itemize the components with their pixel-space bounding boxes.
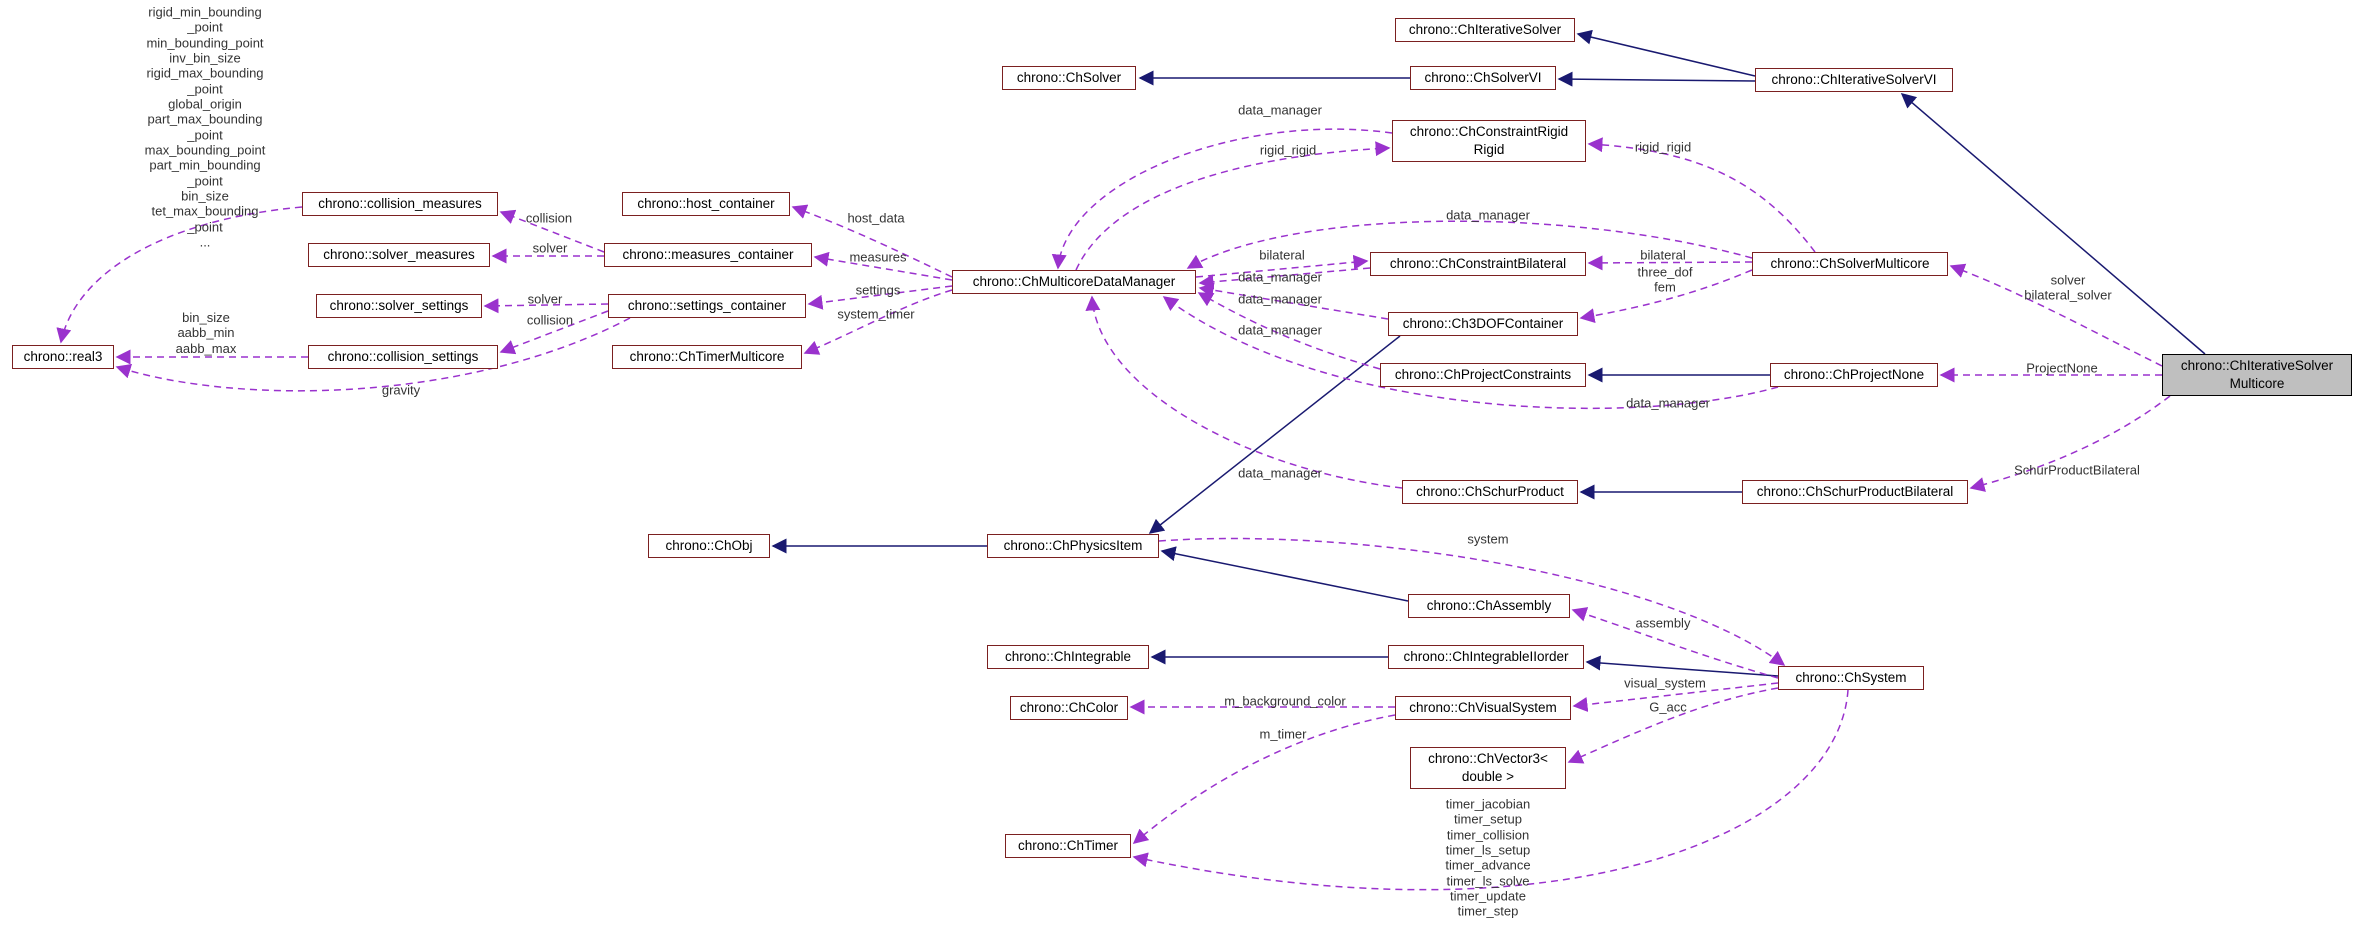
edge-label-bilateral-right: bilateral xyxy=(1640,247,1686,263)
node-chschurproduct[interactable]: chrono::ChSchurProduct xyxy=(1402,480,1578,504)
edge-label-data-manager-solvermulticore: data_manager xyxy=(1446,207,1530,223)
edge-datamanager-constraintbilateral xyxy=(1195,254,1369,278)
node-chconstraintrigidrigid[interactable]: chrono::ChConstraintRigid Rigid xyxy=(1392,120,1586,162)
edge-solvermulticore-datamanager xyxy=(1186,220,1753,269)
edge-label-settings: settings xyxy=(855,282,901,298)
node-chassembly[interactable]: chrono::ChAssembly xyxy=(1408,594,1570,618)
edge-chsystem-chtimer xyxy=(1132,689,1849,891)
node-chsystem[interactable]: chrono::ChSystem xyxy=(1778,666,1924,690)
node-chschurproductbilateral[interactable]: chrono::ChSchurProductBilateral xyxy=(1742,480,1968,504)
edge-label-timers: timer_jacobian timer_setup timer_collisi… xyxy=(1445,796,1531,919)
edge-label-host-data: host_data xyxy=(847,210,905,226)
node-chtimer[interactable]: chrono::ChTimer xyxy=(1005,834,1131,858)
node-chprojectnone[interactable]: chrono::ChProjectNone xyxy=(1770,363,1938,387)
edge-label-measures: measures xyxy=(849,249,907,265)
node-ch3dofcontainer[interactable]: chrono::Ch3DOFContainer xyxy=(1388,312,1578,336)
edge-label-collision-measures: collision xyxy=(525,210,573,226)
edge-label-data-manager-rigidrigid: data_manager xyxy=(1238,102,1322,118)
edge-label-schurproductbilateral: SchurProductBilateral xyxy=(2014,462,2140,478)
node-collision-measures[interactable]: chrono::collision_measures xyxy=(302,192,498,216)
node-chvisualsystem[interactable]: chrono::ChVisualSystem xyxy=(1395,696,1571,720)
edge-label-visual-system: visual_system xyxy=(1624,675,1706,691)
edge-label-projectnone: ProjectNone xyxy=(2026,360,2098,376)
node-solver-settings[interactable]: chrono::solver_settings xyxy=(316,294,482,318)
edge-constraintrigidrigid-datamanager xyxy=(1051,128,1393,270)
edge-projectconstraints-datamanager xyxy=(1197,292,1381,370)
edge-measures-collisionmeasures xyxy=(499,209,605,253)
node-solver-measures[interactable]: chrono::solver_measures xyxy=(308,243,490,267)
edge-solvermulticore-constraintrigidrigid xyxy=(1587,137,1816,253)
node-collision-settings[interactable]: chrono::collision_settings xyxy=(308,345,498,369)
edge-label-solver-measures: solver xyxy=(532,240,568,256)
edge-chsystem-visualsystem xyxy=(1572,682,1779,712)
node-settings-container[interactable]: chrono::settings_container xyxy=(608,294,806,318)
edge-iterativesolvervi-solvervi xyxy=(1557,71,1756,87)
edge-datamanager-timermulticore xyxy=(803,289,953,355)
edge-label-data-manager-3dof: data_manager xyxy=(1238,291,1322,307)
edge-label-system-timer: system_timer xyxy=(837,306,915,322)
node-chsolver[interactable]: chrono::ChSolver xyxy=(1002,66,1136,90)
edge-label-three-dof-fem: three_dof fem xyxy=(1637,264,1693,295)
edge-iterativesolvermulticore-solvermulticore xyxy=(1949,263,2163,367)
node-chtimermulticore[interactable]: chrono::ChTimerMulticore xyxy=(612,345,802,369)
node-real3[interactable]: chrono::real3 xyxy=(12,345,114,369)
edge-label-collision-settings: collision xyxy=(526,312,574,328)
edge-solvermulticore-constraintbilateral xyxy=(1587,255,1753,271)
edge-iterativesolvervi-iterativesolver xyxy=(1576,29,1756,77)
edge-label-data-manager-bilateral: data_manager xyxy=(1238,269,1322,285)
edge-settings-solversettings xyxy=(483,298,609,314)
node-chsolvervi[interactable]: chrono::ChSolverVI xyxy=(1410,66,1556,90)
edge-label-rigid-rigid-right: rigid_rigid xyxy=(1634,139,1692,155)
edge-schurproduct-datamanager xyxy=(1085,295,1403,489)
edge-label-m-timer: m_timer xyxy=(1259,726,1307,742)
edge-datamanager-hostcontainer xyxy=(791,204,953,278)
edge-label-bilateral-left: bilateral xyxy=(1259,247,1305,263)
edge-constraintbilateral-datamanager xyxy=(1198,267,1371,290)
node-chobj[interactable]: chrono::ChObj xyxy=(648,534,770,558)
node-chconstraintbilateral[interactable]: chrono::ChConstraintBilateral xyxy=(1370,252,1586,276)
edge-collisionmeasures-real3 xyxy=(56,206,303,344)
edge-physicsitem-chsystem xyxy=(1158,537,1786,666)
edge-label-solver-settings: solver xyxy=(527,291,563,307)
node-host-container[interactable]: chrono::host_container xyxy=(622,192,790,216)
node-chphysicsitem[interactable]: chrono::ChPhysicsItem xyxy=(987,534,1159,558)
edge-assembly-physicsitem xyxy=(1160,546,1409,602)
edge-label-rigid-rigid-left: rigid_rigid xyxy=(1259,142,1317,158)
edge-label-system: system xyxy=(1467,531,1509,547)
edge-label-data-manager-schurproduct: data_manager xyxy=(1238,465,1322,481)
node-chvector3[interactable]: chrono::ChVector3< double > xyxy=(1410,747,1566,789)
node-chmulticoredatamanager[interactable]: chrono::ChMulticoreDataManager xyxy=(952,270,1196,294)
edge-label-gravity: gravity xyxy=(381,382,421,398)
edge-datamanager-settingscontainer xyxy=(807,285,953,310)
edge-iterativesolvermulticore-iterativesolvervi xyxy=(1900,93,2206,355)
edge-label-bounding-points: rigid_min_bounding _point min_bounding_p… xyxy=(144,4,266,250)
edge-iterativesolvermulticore-schurproductbilateral xyxy=(1969,395,2171,492)
edge-chsystem-vector3 xyxy=(1567,687,1779,764)
node-chintegrableiiorder[interactable]: chrono::ChIntegrableIIorder xyxy=(1388,645,1584,669)
edge-label-aabb: bin_size aabb_min aabb_max xyxy=(175,310,237,356)
edge-projectnone-datamanager xyxy=(1162,296,1779,410)
edge-label-solver-bilateral-solver: solver bilateral_solver xyxy=(2024,272,2112,303)
edge-chsystem-assembly xyxy=(1571,607,1779,679)
edge-label-m-background-color: m_background_color xyxy=(1224,693,1346,709)
node-measures-container[interactable]: chrono::measures_container xyxy=(604,243,812,267)
edge-chsystem-integrableiiorder xyxy=(1585,655,1779,677)
edge-label-data-manager-projectnone: data_manager xyxy=(1626,395,1710,411)
edge-label-data-manager-project: data_manager xyxy=(1238,322,1322,338)
node-chiterativesolvervi[interactable]: chrono::ChIterativeSolverVI xyxy=(1755,68,1953,92)
node-chsolvermulticore[interactable]: chrono::ChSolverMulticore xyxy=(1752,252,1948,276)
node-chiterativesolvermulticore: chrono::ChIterativeSolver Multicore xyxy=(2162,354,2352,396)
edge-label-g-acc: G_acc xyxy=(1649,699,1687,715)
edge-visualsystem-chtimer xyxy=(1132,714,1396,844)
edge-3dofcontainer-physicsitem xyxy=(1148,335,1401,534)
edge-datamanager-constraintrigidrigid xyxy=(1075,141,1391,271)
edge-label-assembly: assembly xyxy=(1635,615,1691,631)
node-chiterativesolver[interactable]: chrono::ChIterativeSolver xyxy=(1395,18,1575,42)
node-chcolor[interactable]: chrono::ChColor xyxy=(1010,696,1128,720)
node-chprojectconstraints[interactable]: chrono::ChProjectConstraints xyxy=(1380,363,1586,387)
edge-settingscontainer-real3 xyxy=(115,317,631,392)
node-chintegrable[interactable]: chrono::ChIntegrable xyxy=(987,645,1149,669)
edge-3dofcontainer-datamanager xyxy=(1198,282,1389,320)
